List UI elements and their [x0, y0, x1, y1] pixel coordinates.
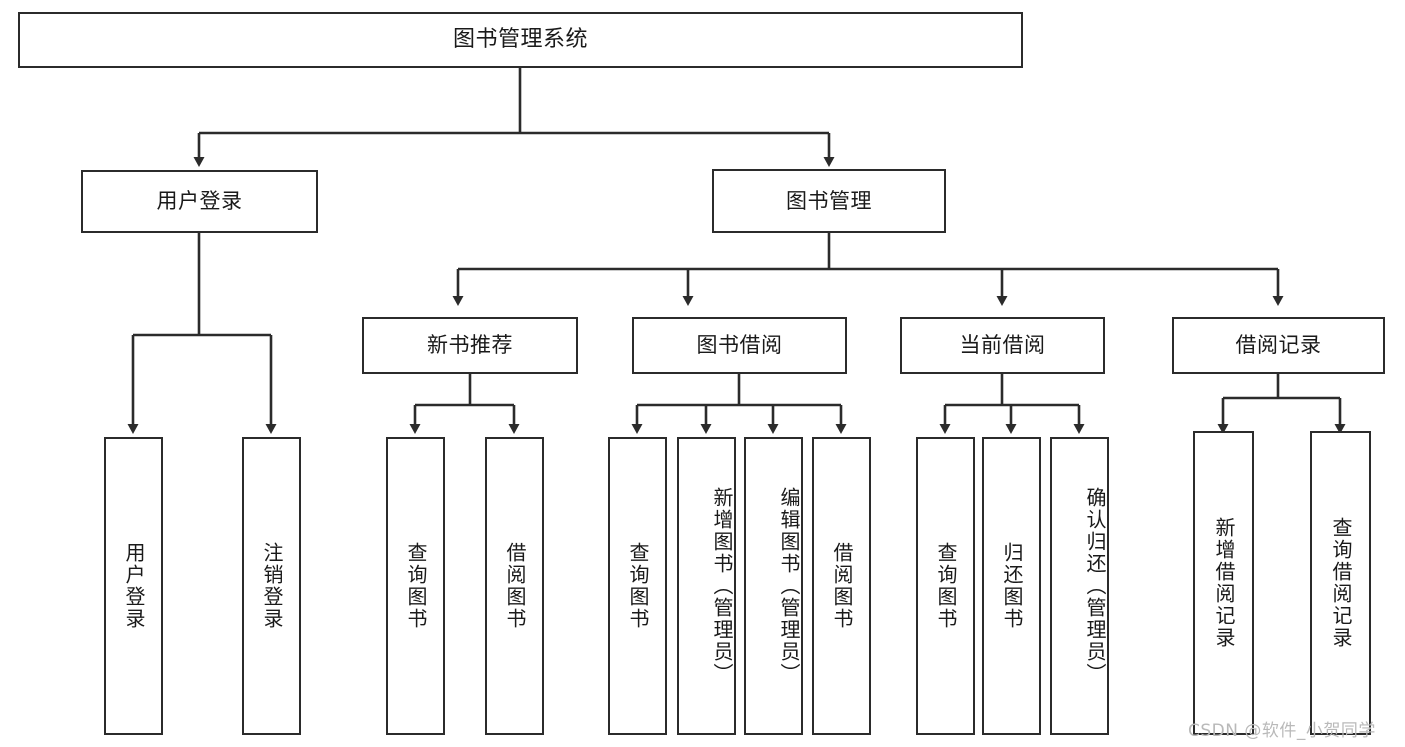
node-label: 编辑图书（管理员）: [777, 487, 801, 685]
node-label: 查询图书: [404, 542, 428, 630]
csdn-watermark: CSDN @软件_小贺同学: [1188, 721, 1376, 741]
leaf-query-borrow-record[interactable]: 查询借阅记录: [1310, 431, 1371, 735]
node-label: 新增图书（管理员）: [710, 487, 734, 685]
node-root-system[interactable]: 图书管理系统: [18, 12, 1023, 68]
node-label: 当前借阅: [959, 333, 1046, 358]
node-label: 图书借阅: [696, 333, 783, 358]
node-current-borrow[interactable]: 当前借阅: [900, 317, 1105, 374]
node-label: 确认归还（管理员）: [1083, 487, 1107, 685]
leaf-add-borrow-record[interactable]: 新增借阅记录: [1193, 431, 1254, 735]
node-label: 图书管理: [786, 188, 872, 213]
leaf-user-login[interactable]: 用户登录: [104, 437, 163, 735]
node-label: 新书推荐: [427, 333, 513, 358]
leaf-return-book[interactable]: 归还图书: [982, 437, 1041, 735]
node-new-book-recommend[interactable]: 新书推荐: [362, 317, 578, 374]
node-label: 用户登录: [156, 189, 243, 214]
leaf-edit-book-admin[interactable]: 编辑图书（管理员）: [744, 437, 803, 735]
node-label: 借阅记录: [1235, 333, 1322, 358]
leaf-query-book-borrow[interactable]: 查询图书: [608, 437, 667, 735]
node-borrow-record[interactable]: 借阅记录: [1172, 317, 1385, 374]
leaf-query-book-recommend[interactable]: 查询图书: [386, 437, 445, 735]
leaf-query-book-current[interactable]: 查询图书: [916, 437, 975, 735]
node-label: 查询图书: [934, 542, 958, 630]
node-label: 新增借阅记录: [1212, 517, 1236, 649]
leaf-borrow-book-recommend[interactable]: 借阅图书: [485, 437, 544, 735]
node-book-manage[interactable]: 图书管理: [712, 169, 946, 233]
leaf-user-logout[interactable]: 注销登录: [242, 437, 301, 735]
leaf-add-book-admin[interactable]: 新增图书（管理员）: [677, 437, 736, 735]
leaf-borrow-book[interactable]: 借阅图书: [812, 437, 871, 735]
node-label: 用户登录: [122, 542, 146, 630]
node-label: 查询图书: [626, 542, 650, 630]
node-label: 借阅图书: [830, 542, 854, 630]
node-book-borrow[interactable]: 图书借阅: [632, 317, 847, 374]
node-label: 归还图书: [1000, 542, 1024, 630]
node-label: 查询借阅记录: [1329, 517, 1353, 649]
node-label: 注销登录: [260, 542, 284, 630]
node-label: 图书管理系统: [452, 27, 588, 53]
node-user-login[interactable]: 用户登录: [81, 170, 318, 233]
node-label: 借阅图书: [503, 542, 527, 630]
leaf-confirm-return-admin[interactable]: 确认归还（管理员）: [1050, 437, 1109, 735]
